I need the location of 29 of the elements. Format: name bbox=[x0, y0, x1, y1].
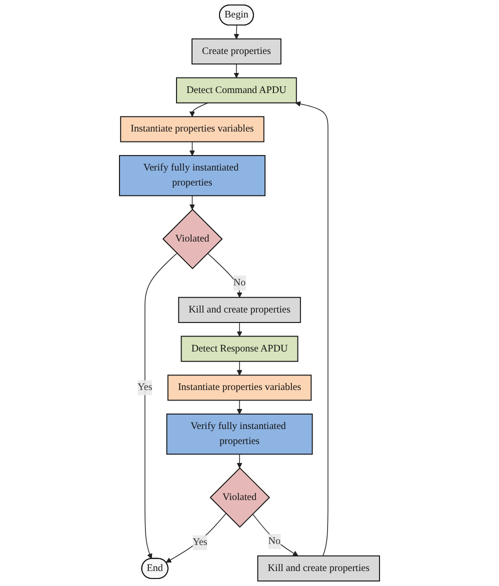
node-box: Kill and create properties bbox=[257, 555, 380, 582]
edge-label: Yes bbox=[192, 537, 208, 548]
arrow bbox=[166, 513, 226, 563]
edge-label: No bbox=[268, 536, 281, 546]
arrow bbox=[236, 322, 242, 337]
arrow bbox=[189, 195, 195, 210]
arrow bbox=[207, 252, 242, 298]
node-box: Instantiate properties variables bbox=[167, 374, 312, 401]
arrow bbox=[295, 101, 328, 556]
arrow bbox=[189, 141, 195, 156]
edge-label: Yes bbox=[138, 382, 152, 393]
node-box: Detect Response APDU bbox=[180, 336, 298, 362]
arrow bbox=[236, 360, 242, 376]
arrow bbox=[236, 400, 242, 414]
arrow bbox=[234, 25, 240, 40]
arrow bbox=[236, 454, 242, 468]
arrow bbox=[252, 514, 298, 556]
node-box: Kill and create properties bbox=[178, 296, 301, 323]
arrow bbox=[189, 102, 208, 117]
arrow bbox=[234, 64, 240, 78]
node-diamond: Violated bbox=[210, 467, 270, 528]
edge-label: No bbox=[233, 277, 246, 288]
node-box: Verify fully instantiated properties bbox=[119, 155, 266, 196]
node-box: Verify fully instantiated properties bbox=[166, 414, 313, 455]
node-diamond: Violated bbox=[162, 208, 223, 270]
node-box: Create properties bbox=[192, 38, 282, 64]
arrow bbox=[144, 252, 178, 559]
node-box: Detect Command APDU bbox=[176, 77, 297, 104]
node-box: Instantiate properties variables bbox=[120, 116, 264, 142]
